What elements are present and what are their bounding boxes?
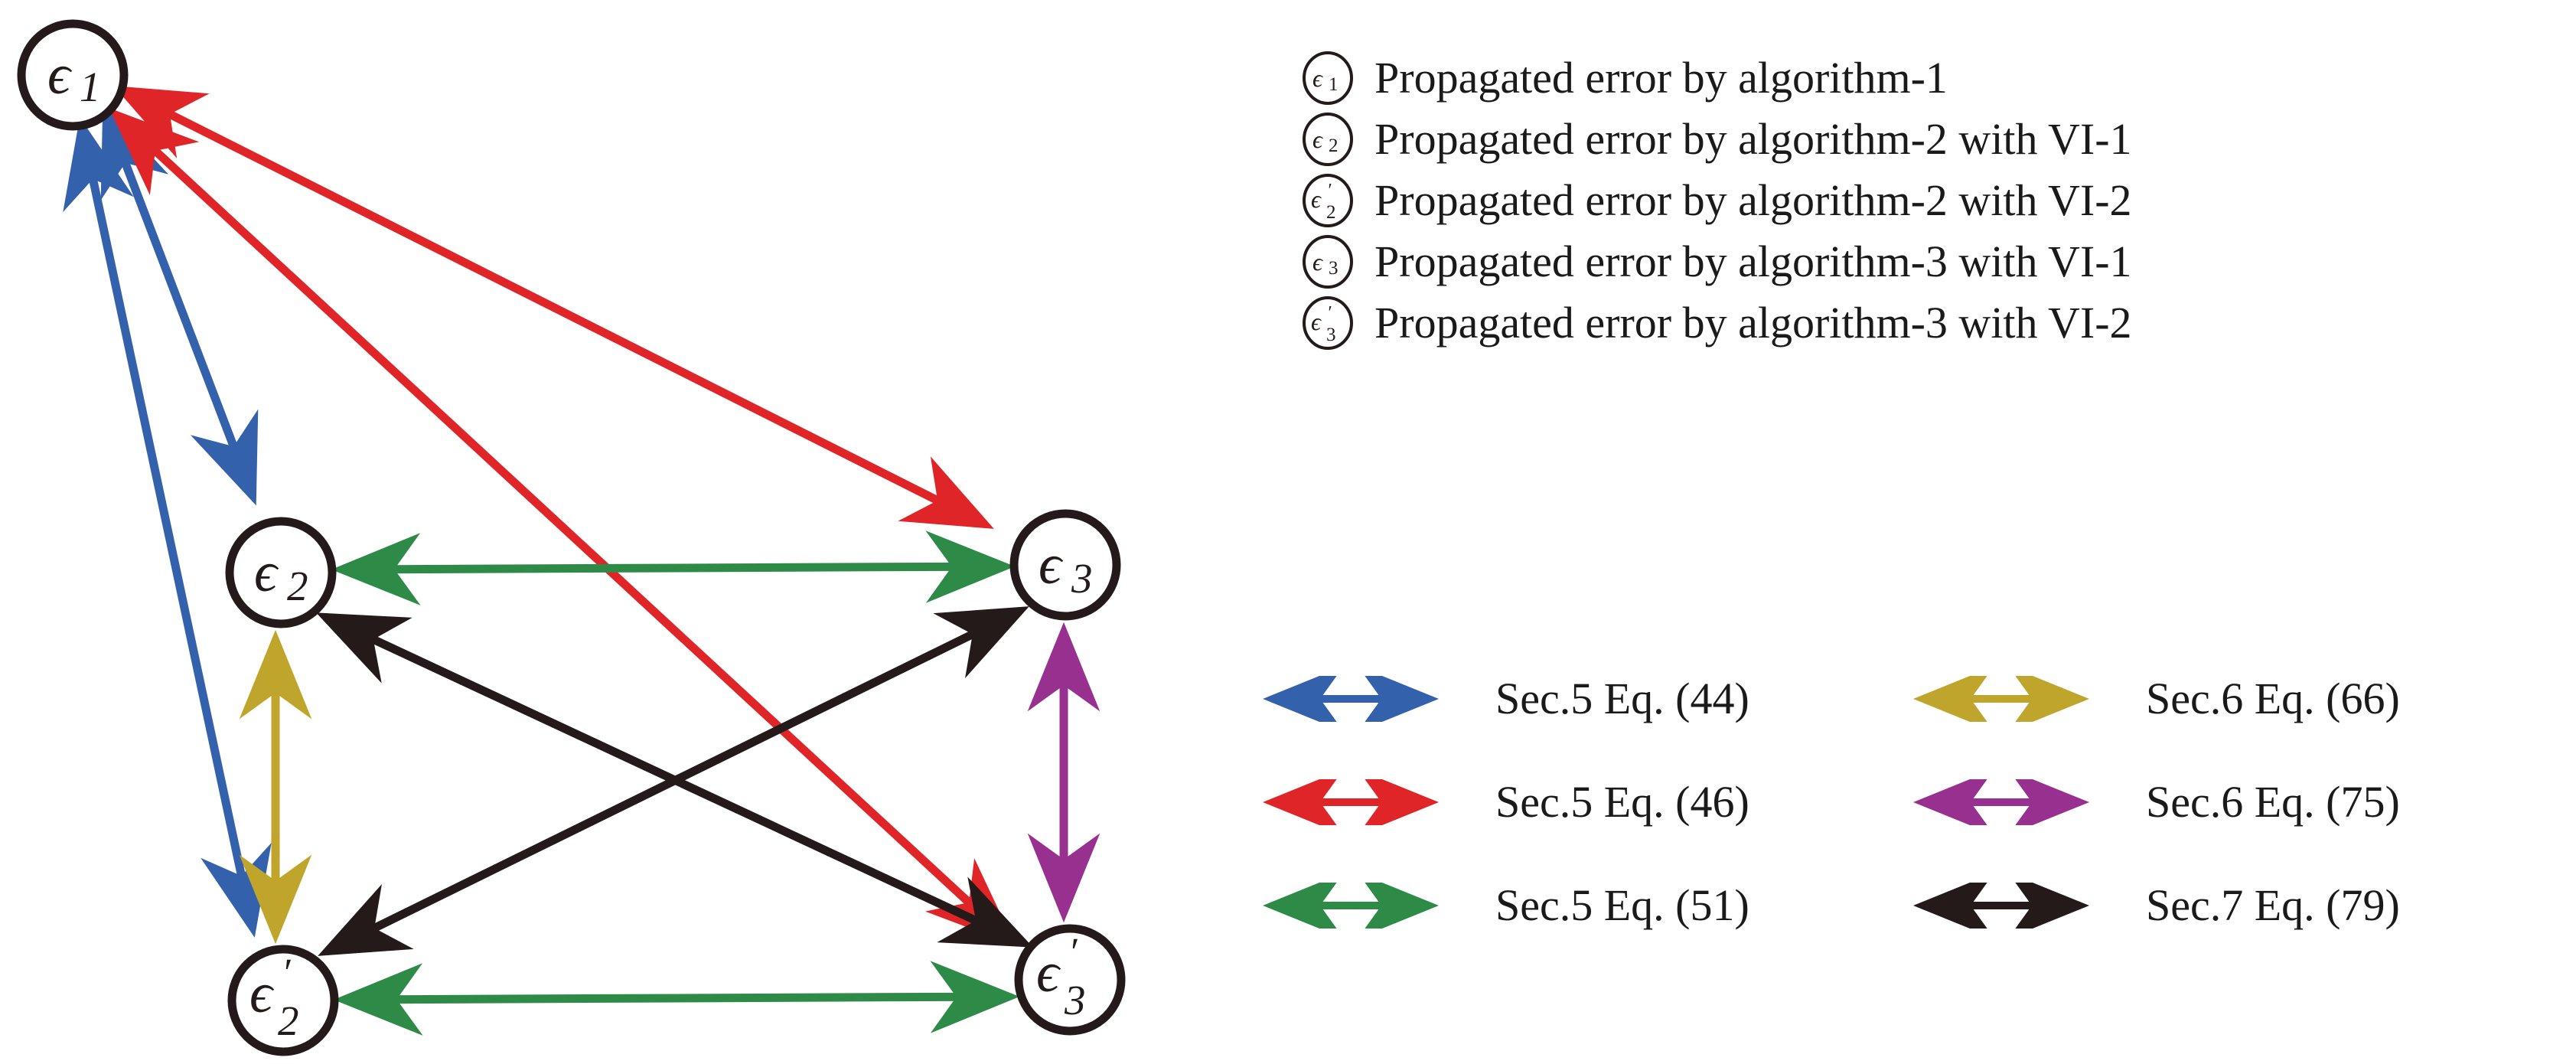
node-circle[interactable] <box>1009 509 1121 621</box>
node-circle[interactable] <box>227 945 339 1056</box>
badge-subscript: 1 <box>1329 74 1339 95</box>
node-prime-mark: ′ <box>1068 931 1078 974</box>
node-legend-label: Propagated error by algorithm-1 <box>1374 53 1948 103</box>
epsilon-2-badge-icon: ϵ 2 <box>1301 113 1355 166</box>
epsilon-2-prime-badge-icon: ϵ ′ 2 <box>1301 174 1355 227</box>
black-double-arrow-icon <box>1906 882 2097 929</box>
arrow-legend-label: Sec.5 Eq. (46) <box>1495 776 1749 827</box>
badge-subscript: 2 <box>1326 202 1336 223</box>
blue-double-arrow-icon <box>1255 675 1446 722</box>
node-legend-item: ϵ ′ 3 Propagated error by algorithm-3 wi… <box>1301 292 2541 354</box>
arrow-legend-label: Sec.5 Eq. (51) <box>1495 880 1749 930</box>
badge-symbol: ϵ <box>1311 185 1322 213</box>
node-legend-item: ϵ ′ 2 Propagated error by algorithm-2 wi… <box>1301 170 2541 231</box>
badge-subscript: 3 <box>1329 258 1339 279</box>
badge-prime-mark: ′ <box>1327 303 1332 323</box>
node-symbol: ϵ <box>1039 534 1064 596</box>
badge-symbol: ϵ <box>1312 64 1323 92</box>
edge-e1-e2p <box>63 117 272 938</box>
arrow-legend-item: Sec.6 Eq. (75) <box>1906 750 2556 853</box>
arrow-legend-right-column: Sec.6 Eq. (66) Sec.6 Eq. (75) Sec.7 Eq. … <box>1906 647 2556 957</box>
node-epsilon-2[interactable]: ϵ 2 <box>225 517 337 628</box>
arrow-legend-item: Sec.5 Eq. (51) <box>1255 853 1906 957</box>
epsilon-3-badge-icon: ϵ 3 <box>1301 235 1355 289</box>
node-epsilon-1[interactable]: ϵ 1 <box>17 19 129 131</box>
badge-symbol: ϵ <box>1311 308 1322 335</box>
node-legend-label: Propagated error by algorithm-2 with VI-… <box>1374 175 2132 225</box>
node-legend-item: ϵ 3 Propagated error by algorithm-3 with… <box>1301 231 2541 292</box>
node-symbol: ϵ <box>1036 942 1061 1004</box>
node-subscript: 3 <box>1064 977 1086 1023</box>
badge-symbol: ϵ <box>1312 126 1323 153</box>
node-prime-mark: ′ <box>282 951 292 995</box>
arrow-legend-label: Sec.6 Eq. (66) <box>2146 673 2400 723</box>
node-epsilon-2-prime[interactable]: ϵ ′ 2 <box>227 945 339 1056</box>
node-legend-item: ϵ 1 Propagated error by algorithm-1 <box>1301 47 2541 109</box>
node-legend: ϵ 1 Propagated error by algorithm-1 ϵ 2 … <box>1301 47 2541 354</box>
node-symbol: ϵ <box>249 962 275 1025</box>
node-legend-label: Propagated error by algorithm-3 with VI-… <box>1374 237 2132 286</box>
arrow-legend-item: Sec.6 Eq. (66) <box>1906 647 2556 750</box>
badge-prime-mark: ′ <box>1327 181 1332 201</box>
node-layer: ϵ 1 ϵ 2 ϵ 3 ϵ ′ 2 ϵ ′ <box>17 19 1126 1056</box>
gold-double-arrow-icon <box>1906 675 2097 722</box>
arrow-legend-item: Sec.5 Eq. (46) <box>1255 750 1906 853</box>
arrow-legend-label: Sec.5 Eq. (44) <box>1495 673 1749 723</box>
epsilon-1-badge-icon: ϵ 1 <box>1301 51 1355 105</box>
edge-layer <box>63 86 1101 1036</box>
edge-e1-e3 <box>113 86 994 529</box>
node-symbol: ϵ <box>254 541 279 604</box>
node-circle[interactable] <box>1014 924 1126 1036</box>
arrow-legend-item: Sec.7 Eq. (79) <box>1906 853 2556 957</box>
node-legend-label: Propagated error by algorithm-3 with VI-… <box>1374 298 2132 348</box>
badge-symbol: ϵ <box>1312 248 1323 276</box>
edge-e3-e2p <box>318 606 1029 956</box>
node-subscript: 2 <box>287 563 308 609</box>
node-symbol: ϵ <box>47 44 73 106</box>
arrow-legend-label: Sec.7 Eq. (79) <box>2146 880 2400 930</box>
arrow-legend-label: Sec.6 Eq. (75) <box>2146 776 2400 827</box>
edge-e2p-e3p <box>333 961 1020 1036</box>
arrow-legend-left-column: Sec.5 Eq. (44) Sec.5 Eq. (46) Sec.5 Eq. … <box>1255 647 1906 957</box>
arrow-legend-item: Sec.5 Eq. (44) <box>1255 647 1906 750</box>
node-subscript: 1 <box>80 64 101 110</box>
purple-double-arrow-icon <box>1906 778 2097 825</box>
node-epsilon-3[interactable]: ϵ 3 <box>1009 509 1121 621</box>
arrow-legend: Sec.5 Eq. (44) Sec.5 Eq. (46) Sec.5 Eq. … <box>1255 647 2556 957</box>
node-circle[interactable] <box>17 19 129 131</box>
epsilon-3-prime-badge-icon: ϵ ′ 3 <box>1301 296 1355 350</box>
node-epsilon-3-prime[interactable]: ϵ ′ 3 <box>1014 924 1126 1036</box>
badge-subscript: 3 <box>1326 325 1336 345</box>
node-legend-item: ϵ 2 Propagated error by algorithm-2 with… <box>1301 109 2541 170</box>
green-double-arrow-icon <box>1255 882 1446 929</box>
edge-e2-e3 <box>331 530 1016 605</box>
badge-subscript: 2 <box>1329 135 1339 156</box>
error-propagation-graph: ϵ 1 ϵ 2 ϵ 3 ϵ ′ 2 ϵ ′ <box>17 19 1126 1056</box>
node-subscript: 2 <box>278 997 299 1044</box>
node-circle[interactable] <box>225 517 337 628</box>
red-double-arrow-icon <box>1255 778 1446 825</box>
node-subscript: 3 <box>1071 555 1093 602</box>
node-legend-label: Propagated error by algorithm-2 with VI-… <box>1374 114 2132 164</box>
